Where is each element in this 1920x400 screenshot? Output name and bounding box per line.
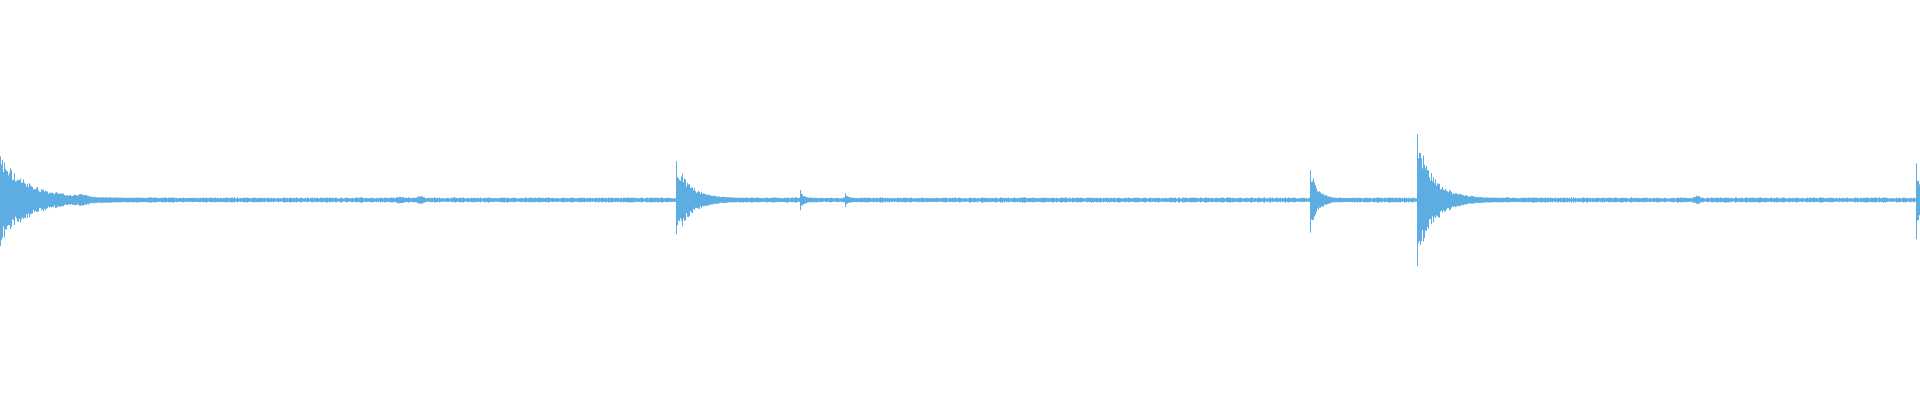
waveform-path (0, 134, 1920, 267)
